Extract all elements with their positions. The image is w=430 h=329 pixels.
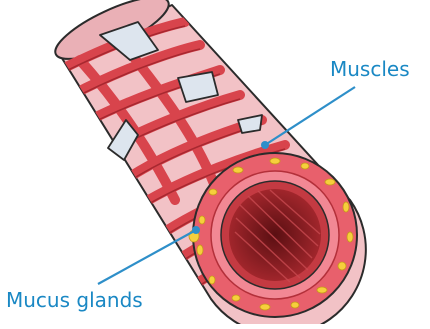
- muscles-label: Muscles: [330, 57, 410, 81]
- muscles-leader-line: [265, 87, 355, 145]
- muscles-pointer-dot: [261, 141, 269, 149]
- mucus-glands-label: Mucus glands: [6, 288, 143, 312]
- mucus-glands-pointer-dot: [192, 226, 200, 234]
- mucus-glands-leader-line: [98, 230, 196, 284]
